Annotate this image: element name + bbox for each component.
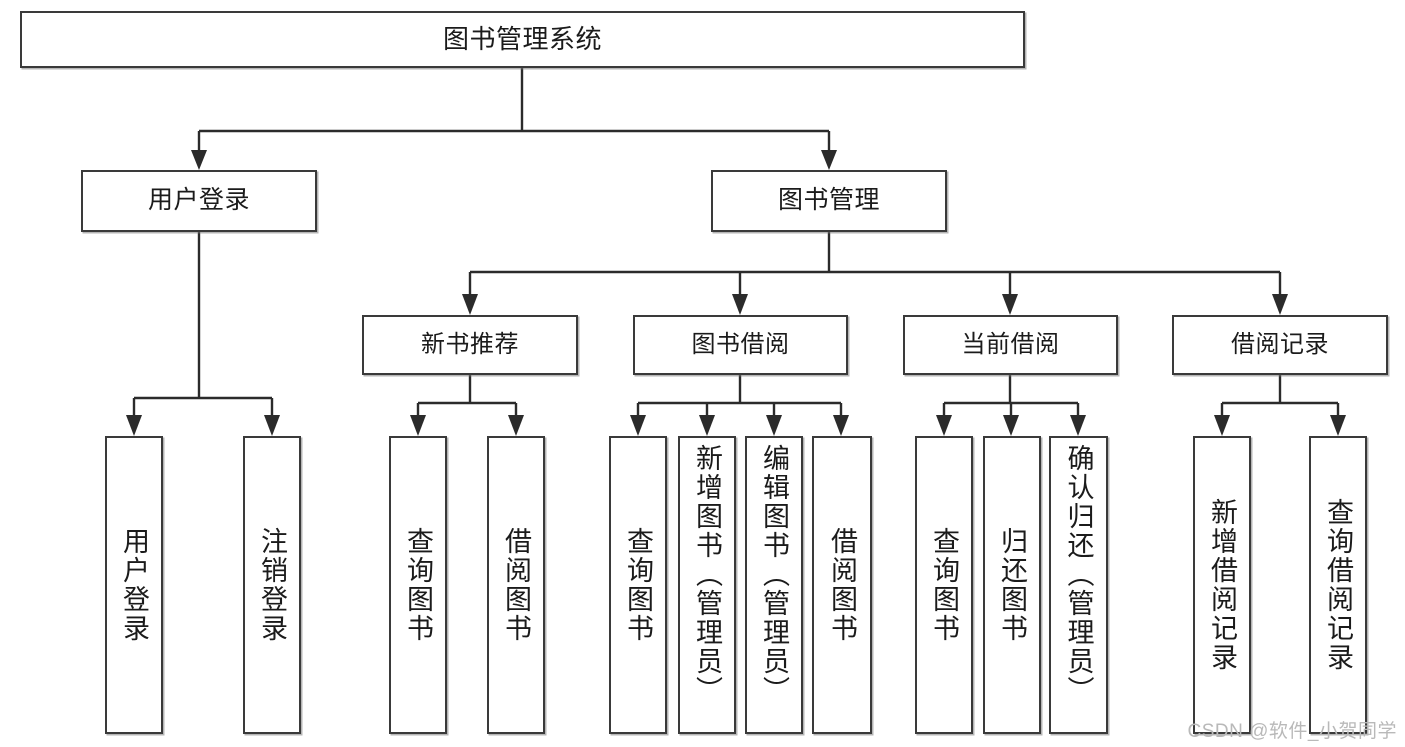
node-root-book-management-system[interactable]: 图书管理系统	[20, 11, 1025, 68]
node-label: 当前借阅	[961, 330, 1060, 358]
node-label: 图书管理系统	[442, 24, 602, 55]
leaf-book-borrow-query-book[interactable]: 查询图书	[609, 436, 667, 734]
leaf-label: 查询图书	[403, 527, 433, 643]
node-label: 图书管理	[777, 186, 880, 215]
leaf-label: 新增借阅记录	[1207, 498, 1237, 672]
leaf-label: 注销登录	[257, 527, 287, 643]
leaf-new-book-query-book[interactable]: 查询图书	[389, 436, 447, 734]
node-label: 借阅记录	[1231, 330, 1329, 358]
csdn-watermark: CSDN @软件_小贺同学	[1187, 721, 1397, 742]
leaf-label: 查询图书	[623, 527, 653, 643]
leaf-borrow-record-query-record[interactable]: 查询借阅记录	[1309, 436, 1367, 734]
leaf-label: 确认归还（管理员）	[1063, 444, 1094, 705]
leaf-label: 查询借阅记录	[1323, 498, 1353, 672]
leaf-label: 借阅图书	[827, 527, 857, 643]
node-book-management[interactable]: 图书管理	[711, 170, 947, 232]
leaf-current-borrow-confirm-return-admin[interactable]: 确认归还（管理员）	[1049, 436, 1108, 734]
node-borrow-record[interactable]: 借阅记录	[1172, 315, 1388, 375]
node-current-borrow[interactable]: 当前借阅	[903, 315, 1118, 375]
leaf-current-borrow-return-book[interactable]: 归还图书	[983, 436, 1041, 734]
leaf-label: 编辑图书（管理员）	[759, 444, 789, 705]
leaf-book-borrow-edit-book-admin[interactable]: 编辑图书（管理员）	[745, 436, 803, 734]
leaf-book-borrow-borrow-book[interactable]: 借阅图书	[812, 436, 872, 734]
node-new-book-recommend[interactable]: 新书推荐	[362, 315, 578, 375]
leaf-label: 查询图书	[929, 527, 959, 643]
leaf-label: 新增图书（管理员）	[692, 444, 722, 705]
leaf-label: 归还图书	[997, 527, 1027, 643]
node-label: 用户登录	[147, 186, 250, 215]
node-label: 图书借阅	[691, 330, 790, 358]
node-user-login[interactable]: 用户登录	[81, 170, 317, 232]
leaf-current-borrow-query-book[interactable]: 查询图书	[915, 436, 973, 734]
leaf-user-login-login[interactable]: 用户登录	[105, 436, 163, 734]
leaf-new-book-borrow-book[interactable]: 借阅图书	[487, 436, 545, 734]
node-book-borrow[interactable]: 图书借阅	[633, 315, 848, 375]
node-label: 新书推荐	[421, 330, 519, 358]
leaf-book-borrow-add-book-admin[interactable]: 新增图书（管理员）	[678, 436, 736, 734]
leaf-label: 借阅图书	[501, 527, 531, 643]
leaf-borrow-record-add-record[interactable]: 新增借阅记录	[1193, 436, 1251, 734]
leaf-label: 用户登录	[119, 527, 149, 643]
leaf-user-login-logout[interactable]: 注销登录	[243, 436, 301, 734]
